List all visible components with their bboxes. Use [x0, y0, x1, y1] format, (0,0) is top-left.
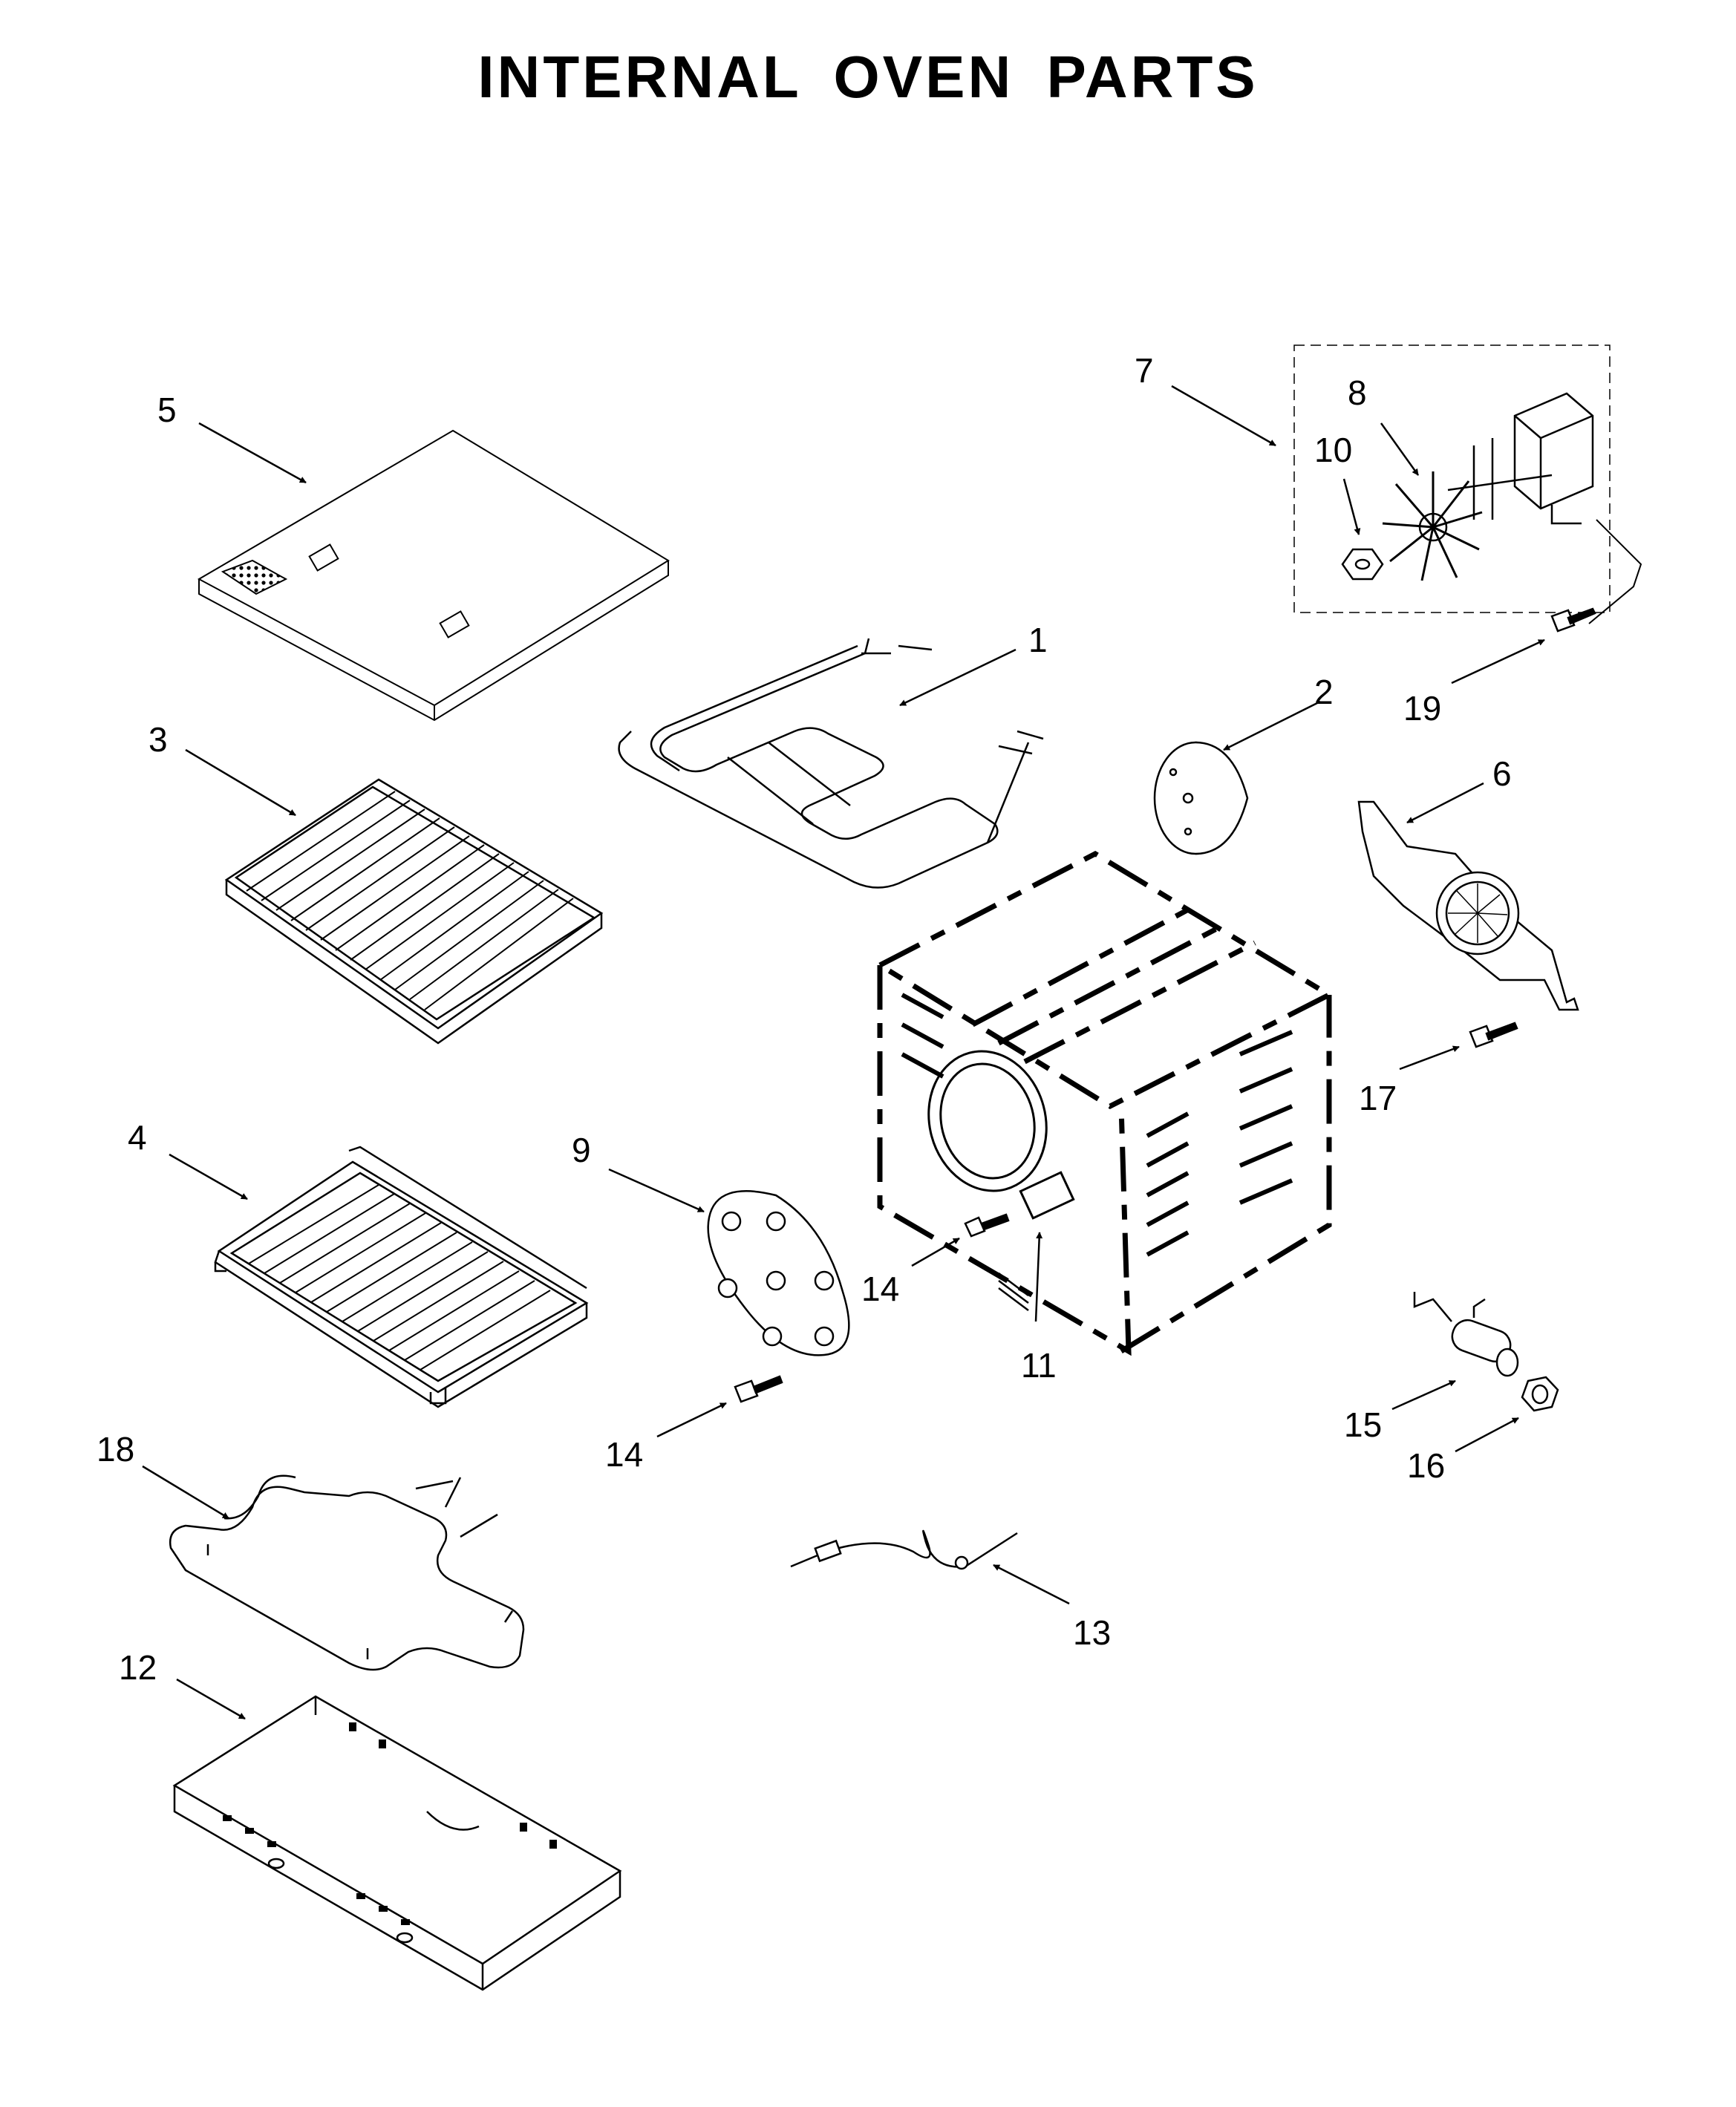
- part-12-bottom-tray: [174, 1696, 620, 1990]
- callout-5: 5: [157, 391, 177, 429]
- leader-15: [1391, 1379, 1456, 1411]
- part-16-lens: [1522, 1377, 1558, 1411]
- part-14-screw-upper: [965, 1215, 1008, 1236]
- callout-16: 16: [1407, 1446, 1445, 1485]
- leader-14b: [656, 1402, 727, 1438]
- callout-3: 3: [149, 720, 168, 759]
- leader-2: [1223, 700, 1321, 751]
- callout-9: 9: [572, 1131, 591, 1169]
- part-11-oven-cavity: [880, 854, 1329, 1351]
- leader-19: [1451, 638, 1545, 685]
- part-10-nut: [1342, 549, 1383, 579]
- callout-11: 11: [1021, 1346, 1057, 1385]
- callout-17: 17: [1359, 1079, 1397, 1117]
- part-1-bake-element: [619, 638, 1043, 888]
- callout-4: 4: [128, 1118, 147, 1157]
- part-15-lamp-socket: [1414, 1292, 1518, 1376]
- leader-3: [185, 748, 296, 817]
- callout-12: 12: [119, 1648, 157, 1687]
- leader-4: [169, 1153, 248, 1200]
- callout-8: 8: [1348, 373, 1367, 412]
- part-18-bake-element: [170, 1476, 523, 1670]
- callout-7: 7: [1135, 351, 1154, 390]
- part-2-fan-cover: [1155, 742, 1247, 854]
- part-17-screw: [1470, 1023, 1517, 1047]
- part-8-fan-blade: [1383, 471, 1482, 581]
- part-motor: [1448, 393, 1641, 624]
- callout-2: 2: [1314, 673, 1334, 711]
- part-7-assembly-outline: [1293, 344, 1611, 613]
- leader-8: [1380, 422, 1420, 476]
- part-14-screw-lower: [735, 1376, 782, 1402]
- part-6-convection-baffle: [1359, 802, 1578, 1010]
- leader-5: [198, 422, 307, 484]
- part-4-rollout-rack: [215, 1147, 587, 1407]
- callout-19: 19: [1403, 689, 1441, 728]
- callout-13: 13: [1073, 1613, 1111, 1652]
- part-5-top-panel: [199, 431, 668, 720]
- leader-13: [993, 1564, 1070, 1605]
- part-9-rear-plate: [708, 1191, 849, 1355]
- part-19-screw: [1552, 609, 1595, 631]
- leader-12: [176, 1678, 246, 1720]
- leader-1: [899, 648, 1017, 707]
- leader-16: [1455, 1417, 1519, 1453]
- leader-14a: [911, 1237, 960, 1267]
- callout-1: 1: [1028, 621, 1048, 659]
- callout-14a: 14: [861, 1270, 899, 1308]
- callout-15: 15: [1344, 1405, 1382, 1444]
- callout-6: 6: [1492, 754, 1512, 793]
- leader-17: [1399, 1045, 1460, 1071]
- leader-7: [1171, 385, 1276, 447]
- diagram-title: INTERNAL OVEN PARTS: [477, 44, 1259, 110]
- leader-18: [142, 1465, 229, 1520]
- callout-10: 10: [1314, 431, 1352, 469]
- callout-18: 18: [97, 1430, 134, 1469]
- part-3-oven-rack: [226, 780, 601, 1043]
- leader-9: [608, 1168, 705, 1213]
- leader-10: [1342, 478, 1361, 535]
- part-11-cavity-details: [902, 995, 1292, 1310]
- leader-6: [1406, 782, 1484, 824]
- part-13-meat-probe: [791, 1531, 1017, 1569]
- callout-14b: 14: [605, 1435, 643, 1474]
- leader-11: [1034, 1232, 1043, 1322]
